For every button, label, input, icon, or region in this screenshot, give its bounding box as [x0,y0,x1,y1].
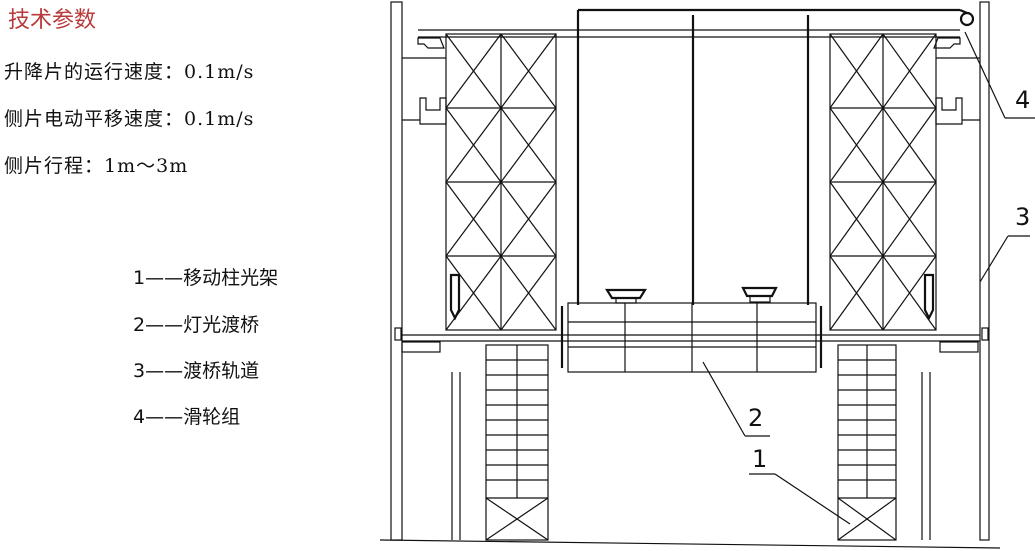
left-truss-tower [445,33,557,331]
callout-4-label: 4 [1015,86,1030,114]
pulley-icon [959,11,975,27]
callout-1-leader [774,473,851,525]
spec-side-speed: 侧片电动平移速度：0.1m/s [4,108,255,130]
callout-1-label: 1 [752,445,767,473]
pulley-link [959,8,968,15]
callout-4-leader [964,31,1006,119]
light-bridge [560,286,823,373]
right-truss-tower [829,33,937,331]
callout-3-label: 3 [1015,203,1030,231]
bridge-track [401,334,980,540]
right-moving-column [837,344,897,541]
legend-item-1: 1——移动柱光架 [133,267,279,289]
legend-item-2: 2——灯光渡桥 [133,314,260,336]
spec-lift-speed: 升降片的运行速度：0.1m/s [4,61,255,83]
left-moving-column [485,344,549,541]
spec-side-travel: 侧片行程：1m～3m [4,155,189,177]
specs-title: 技术参数 [8,8,97,33]
right-outer-column [979,1,990,541]
side-brackets [394,37,989,341]
legend-item-3: 3——渡桥轨道 [133,360,260,382]
left-outer-column [390,1,403,541]
callout-2-label: 2 [748,404,763,432]
legend-item-4: 4——滑轮组 [133,406,241,428]
ground-line [379,539,1001,549]
callout-3-leader [979,235,1009,283]
callout-2-leader [702,361,746,437]
